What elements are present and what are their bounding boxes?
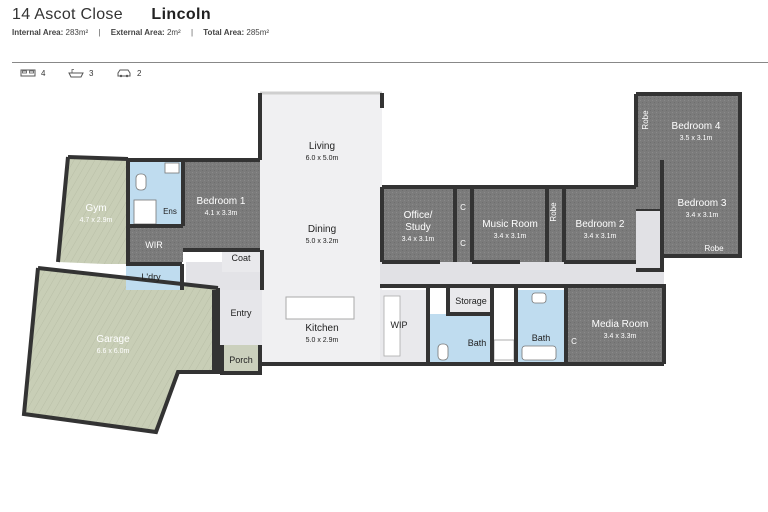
office-label: Study <box>405 222 431 233</box>
external-area-value: 2m² <box>166 28 181 37</box>
robe-floor <box>547 187 564 262</box>
storage-label: Storage <box>455 296 487 306</box>
suburb: Lincoln <box>151 6 212 23</box>
header-divider <box>12 62 768 63</box>
cupboard-label: C <box>460 203 466 212</box>
media-room-label: Media Room <box>592 319 649 330</box>
bathroom-count-value: 3 <box>89 68 94 78</box>
address: 14 Ascot Close <box>12 6 123 23</box>
office-label: Office/ <box>404 210 433 221</box>
bath-label: Bath <box>532 333 551 343</box>
bedroom-3-dimensions: 3.4 x 3.1m <box>686 212 719 219</box>
area-separator: | <box>98 28 101 37</box>
entry-floor <box>214 290 262 345</box>
living-dimensions: 6.0 x 5.0m <box>306 155 339 162</box>
cupboard-label: C <box>571 337 577 346</box>
wir-floor <box>128 226 183 262</box>
coat-floor <box>222 250 260 272</box>
kitchen-island <box>285 296 355 320</box>
music-room-label: Music Room <box>482 219 538 230</box>
living-label: Living <box>309 141 335 152</box>
total-area-value: 285m² <box>246 28 270 37</box>
bedroom-3-label: Bedroom 3 <box>678 198 727 209</box>
robe-label: Robe <box>549 202 558 222</box>
shower <box>493 339 515 361</box>
bedroom-1-dimensions: 4.1 x 3.3m <box>205 210 238 217</box>
car-count-value: 2 <box>137 68 142 78</box>
bedroom-1-label: Bedroom 1 <box>197 196 246 207</box>
bed-icon <box>20 69 36 77</box>
bedroom-4-label: Bedroom 4 <box>672 121 721 132</box>
car-icon <box>117 69 131 78</box>
car-count: 2 <box>116 68 141 78</box>
pantry-shelves <box>383 295 401 357</box>
gym-dimensions: 4.7 x 2.9m <box>80 217 113 224</box>
garage-dimensions: 6.6 x 6.0m <box>97 348 130 355</box>
bedroom-1-floor <box>183 160 260 250</box>
room-labels: Gym 4.7 x 2.9m Bedroom 1 4.1 x 3.3m Ens … <box>80 110 727 365</box>
bedroom-count: 4 <box>20 68 45 78</box>
gym-label: Gym <box>85 203 106 214</box>
music-room-dimensions: 3.4 x 3.1m <box>494 233 527 240</box>
shower <box>133 199 157 225</box>
external-area-label: External Area: <box>110 28 165 37</box>
bedroom-2-floor <box>564 187 636 262</box>
internal-area-label: Internal Area: <box>12 28 64 37</box>
robe-label: Robe <box>704 244 724 253</box>
internal-area-value: 283m² <box>65 28 89 37</box>
cupboard-label: C <box>460 239 466 248</box>
media-room-dimensions: 3.4 x 3.3m <box>604 333 637 340</box>
corridor-floor <box>380 262 664 286</box>
toilet <box>437 343 449 361</box>
vanity <box>164 162 180 174</box>
bath-icon <box>68 69 84 78</box>
coat-label: Coat <box>231 253 251 263</box>
wip-label: WIP <box>391 320 408 330</box>
laundry-label: L'dry <box>141 272 161 282</box>
bedroom-3-floor <box>662 160 740 256</box>
gym-floor <box>58 157 128 264</box>
storage-floor <box>448 288 492 314</box>
porch-floor <box>222 345 260 373</box>
music-room-floor <box>472 187 547 262</box>
cupboard-floor <box>455 187 472 262</box>
office-floor <box>382 187 455 262</box>
entry-label: Entry <box>230 308 252 318</box>
porch-label: Porch <box>229 355 253 365</box>
kitchen-label: Kitchen <box>305 323 338 334</box>
kitchen-dimensions: 5.0 x 2.9m <box>306 337 339 344</box>
bedroom-2-label: Bedroom 2 <box>576 219 625 230</box>
ensuite-label: Ens <box>163 207 177 216</box>
bath-label: Bath <box>468 338 487 348</box>
area-separator: | <box>190 28 194 37</box>
header: 14 Ascot Close Lincoln Internal Area: 28… <box>12 6 756 37</box>
corridor-floor <box>636 210 662 270</box>
dining-dimensions: 5.0 x 3.2m <box>306 238 339 245</box>
bedroom-2-dimensions: 3.4 x 3.1m <box>584 233 617 240</box>
media-room-floor <box>566 288 662 362</box>
toilet <box>135 173 147 191</box>
bathtub <box>521 345 557 361</box>
toilet <box>531 292 547 304</box>
garage-label: Garage <box>96 334 130 345</box>
area-summary: Internal Area: 283m² | External Area: 2m… <box>12 28 756 37</box>
robe-label: Robe <box>641 110 650 130</box>
title-line: 14 Ascot Close Lincoln <box>12 6 756 24</box>
wir-label: WIR <box>145 240 163 250</box>
bathroom-count: 3 <box>68 68 93 78</box>
walls <box>21 91 742 435</box>
office-dimensions: 3.4 x 3.1m <box>402 236 435 243</box>
bedroom-count-value: 4 <box>41 68 46 78</box>
bedroom-4-dimensions: 3.5 x 3.1m <box>680 135 713 142</box>
dining-label: Dining <box>308 224 336 235</box>
total-area-label: Total Area: <box>203 28 245 37</box>
